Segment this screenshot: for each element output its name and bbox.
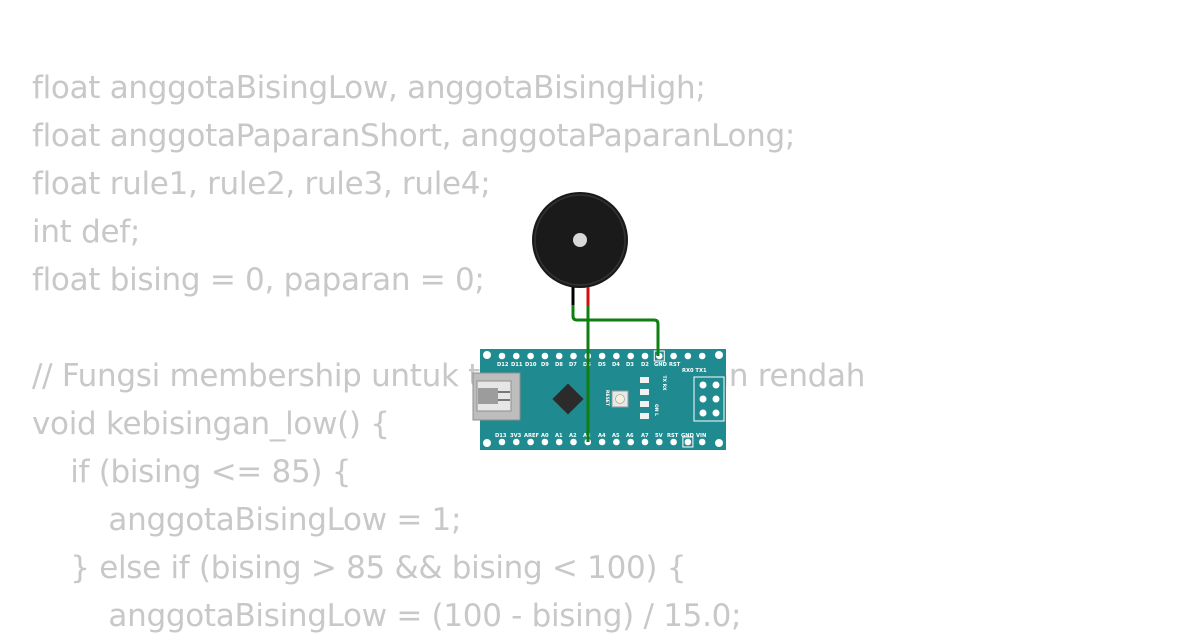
header-pin[interactable] xyxy=(613,352,620,360)
pin-label-bottom: A2 xyxy=(569,433,577,439)
bottom-pin-row xyxy=(498,436,706,448)
header-pin[interactable] xyxy=(656,438,663,446)
icsp-header xyxy=(693,376,725,422)
pin-label-bottom: GND xyxy=(681,433,695,439)
code-line-12: anggotaBisingLow = (100 - bising) / 15.0… xyxy=(32,598,742,634)
led-label-onl: ON L xyxy=(653,404,659,416)
pin-label-top: RST xyxy=(669,362,681,368)
code-line-11: } else if (bising > 85 && bising < 100) … xyxy=(32,550,687,586)
piezo-buzzer[interactable] xyxy=(532,192,628,305)
header-pin[interactable] xyxy=(498,352,506,360)
pin-label-top: GND xyxy=(654,362,668,368)
code-line-5: float bising = 0, paparan = 0; xyxy=(32,262,485,298)
microcontroller-chip xyxy=(552,383,584,415)
code-line-8: void kebisingan_low() { xyxy=(32,406,390,442)
header-pin[interactable] xyxy=(498,438,506,446)
code-line-9: if (bising <= 85) { xyxy=(32,454,352,490)
header-pin[interactable] xyxy=(570,438,577,446)
pin-label-top: D10 xyxy=(525,362,537,368)
status-leds xyxy=(640,377,649,419)
reset-button[interactable] xyxy=(611,390,629,408)
header-pin[interactable] xyxy=(627,438,634,446)
reset-label: RESET xyxy=(604,390,610,407)
code-line-4: int def; xyxy=(32,214,140,250)
wire-buzzer-to-gnd[interactable] xyxy=(571,305,660,356)
header-pin[interactable] xyxy=(555,352,563,360)
header-pin[interactable] xyxy=(641,352,649,360)
led-l-icon xyxy=(640,413,649,419)
header-pin[interactable] xyxy=(555,438,563,446)
mount-hole xyxy=(715,351,723,359)
header-pin[interactable] xyxy=(513,438,520,446)
pin-label-bottom: RST xyxy=(667,433,679,439)
led-rx-icon xyxy=(640,389,649,395)
pin-label-top: D8 xyxy=(555,362,563,368)
led-label-txrx: TX RX xyxy=(661,375,667,391)
pin-label-top: D11 xyxy=(511,362,523,368)
header-pin[interactable] xyxy=(541,352,549,360)
pin-label-bottom: VIN xyxy=(696,433,706,439)
header-pin[interactable] xyxy=(670,352,677,360)
pin-label-bottom: A4 xyxy=(598,433,606,439)
mount-hole xyxy=(715,439,723,447)
pin-label-bottom: A1 xyxy=(555,433,563,439)
usb-connector xyxy=(472,372,521,421)
pin-label-bottom: A0 xyxy=(541,433,549,439)
pin-label-bottom: 3V3 xyxy=(510,433,522,439)
header-pin[interactable] xyxy=(598,438,606,446)
code-line-2: float anggotaPaparanShort, anggotaPapara… xyxy=(32,118,796,154)
arduino-nano-board[interactable]: D12 D11 D10 D9 D8 D7 D6 D5 D4 D3 D2 GND … xyxy=(472,349,726,450)
mount-hole xyxy=(483,439,491,447)
pin-label-top: D7 xyxy=(569,362,577,368)
header-pin[interactable] xyxy=(670,438,677,446)
header-pin[interactable] xyxy=(613,438,620,446)
pin-label-top: D3 xyxy=(626,362,634,368)
pin-label-top: D9 xyxy=(541,362,549,368)
pin-label-top: D2 xyxy=(641,362,649,368)
pin-label-bottom: A7 xyxy=(641,433,649,439)
pin-label-bottom: 5V xyxy=(655,433,663,439)
pin-label-top: D5 xyxy=(598,362,606,368)
rx-tx-label: RX0 TX1 xyxy=(682,368,707,374)
header-pin[interactable] xyxy=(684,438,692,446)
header-pin[interactable] xyxy=(527,352,534,360)
code-line-10: anggotaBisingLow = 1; xyxy=(32,502,462,538)
bottom-pin-labels: D13 3V3 AREF A0 A1 A2 A3 A4 A5 A6 A7 5V … xyxy=(495,433,706,439)
circuit-diagram: D12 D11 D10 D9 D8 D7 D6 D5 D4 D3 D2 GND … xyxy=(472,192,726,450)
mount-hole xyxy=(483,351,491,359)
buzzer-rim xyxy=(534,194,626,286)
header-pin[interactable] xyxy=(641,438,649,446)
led-on-icon xyxy=(640,401,649,407)
pin-label-bottom: A5 xyxy=(612,433,620,439)
header-pin[interactable] xyxy=(527,438,534,446)
code-line-3: float rule1, rule2, rule3, rule4; xyxy=(32,166,491,202)
pin-label-bottom: D13 xyxy=(495,433,507,439)
header-pin[interactable] xyxy=(698,352,706,360)
header-pin[interactable] xyxy=(684,352,692,360)
buzzer-hole xyxy=(573,233,587,247)
header-pin[interactable] xyxy=(570,352,577,360)
board-body xyxy=(480,349,726,450)
led-tx-icon xyxy=(640,377,649,383)
pin-label-bottom: AREF xyxy=(524,433,540,439)
header-pin[interactable] xyxy=(627,352,634,360)
pin-highlight xyxy=(682,436,694,448)
pin-label-bottom: A6 xyxy=(626,433,634,439)
pin-label-top: D12 xyxy=(497,362,509,368)
header-pin[interactable] xyxy=(541,438,549,446)
header-pin[interactable] xyxy=(513,352,520,360)
header-pin[interactable] xyxy=(698,438,706,446)
pin-label-top: D4 xyxy=(612,362,620,368)
header-pin[interactable] xyxy=(598,352,606,360)
code-line-1: float anggotaBisingLow, anggotaBisingHig… xyxy=(32,70,706,106)
